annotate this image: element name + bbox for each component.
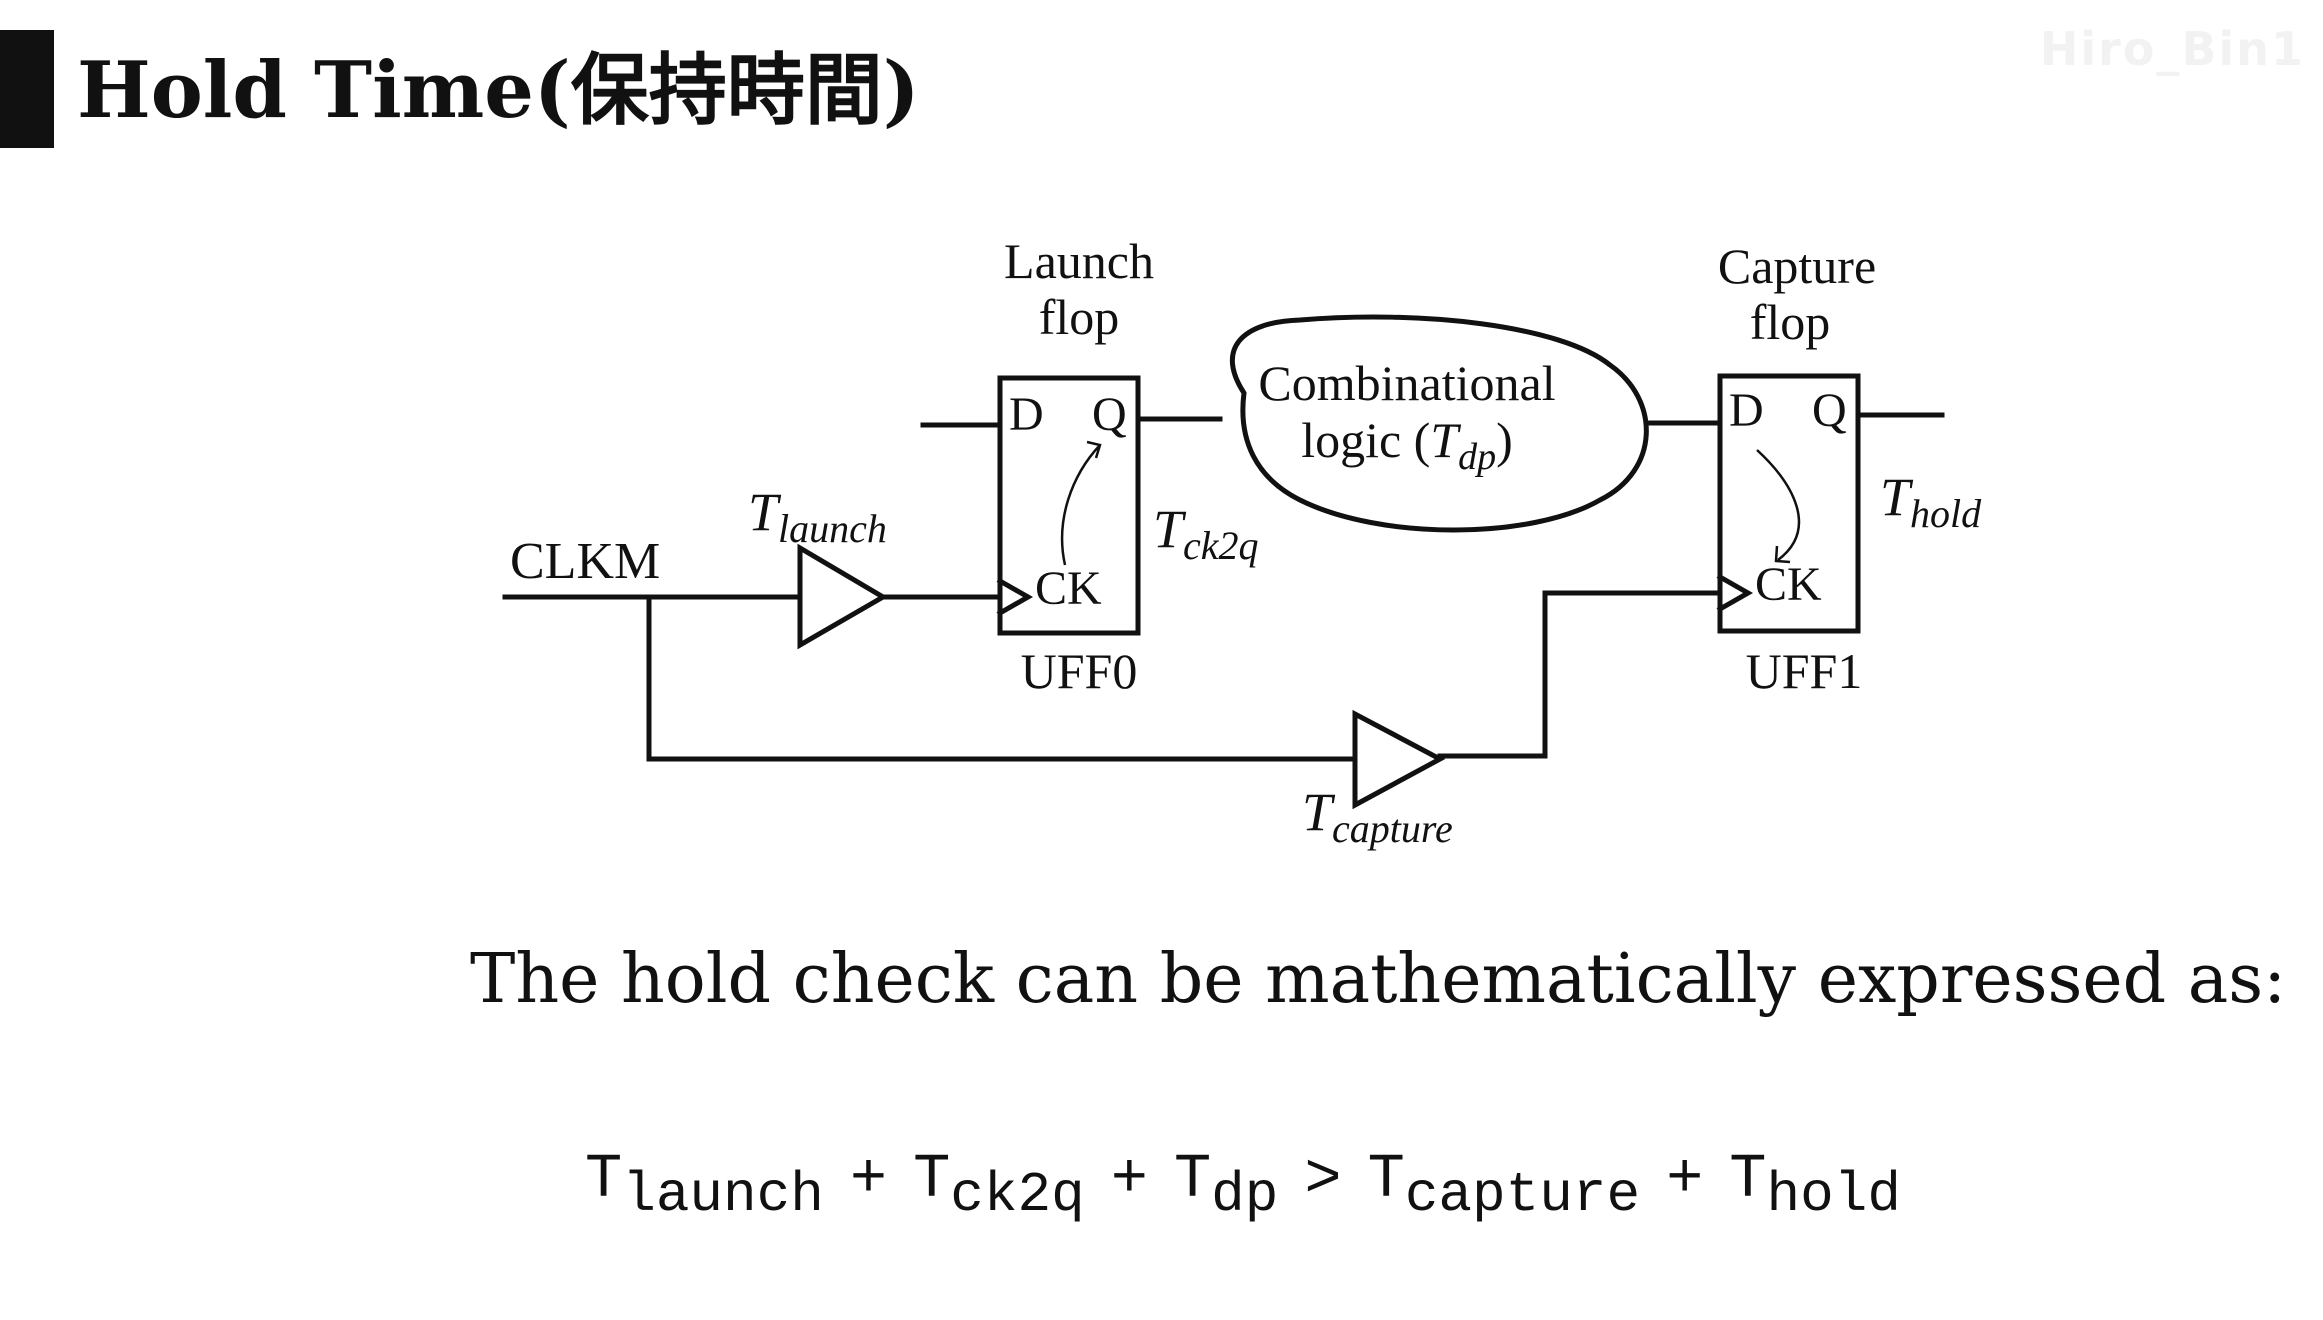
capture-q-pin: Q (1812, 384, 1847, 437)
capture-flop-name: UFF1 (1746, 643, 1863, 699)
equation-op: + (1666, 1144, 1704, 1215)
launch-q-pin: Q (1092, 388, 1127, 441)
launch-ck-triangle (996, 577, 1034, 617)
page-title: Hold Time(保持時間) (77, 45, 920, 136)
t-capture-label: Tcapture (1302, 782, 1453, 851)
hold-arc (1756, 449, 1801, 561)
equation-term-launch: Tlaunch (585, 1144, 824, 1227)
clock-label: CLKM (510, 533, 660, 590)
watermark: Hiro_Bin1 (2039, 22, 2305, 76)
t-ck2q-label: Tck2q (1153, 499, 1259, 568)
comb-logic-label-line2: logic (Tdp) (1301, 412, 1513, 478)
launch-clock-buffer (797, 543, 888, 650)
comb-logic-prefix: logic ( (1301, 412, 1430, 468)
capture-flop-box (1717, 373, 1861, 634)
comb-logic-tdp-base: T (1430, 412, 1461, 468)
comb-logic-tdp-sub: dp (1458, 436, 1496, 478)
hold-check-statement: The hold check can be mathematically exp… (470, 940, 2287, 1019)
launch-flop-caption-line2: flop (1039, 289, 1120, 345)
equation-term-hold: Thold (1729, 1144, 1901, 1227)
capture-clock-wire (1437, 590, 1723, 759)
equation-term-capture: Tcapture (1367, 1144, 1641, 1227)
capture-ck-pin: CK (1755, 558, 1822, 611)
launch-d-pin: D (1009, 388, 1044, 441)
launch-flop-caption-line1: Launch (1004, 233, 1154, 289)
capture-clock-buffer (1352, 709, 1446, 810)
t-launch-label: Tlaunch (748, 482, 887, 551)
launch-ck-pin: CK (1035, 562, 1102, 615)
comb-logic-suffix: ) (1496, 412, 1513, 468)
capture-d-pin: D (1729, 384, 1764, 437)
title-accent-bar (0, 30, 54, 148)
ck2q-arc (1060, 444, 1101, 566)
hold-check-equation: Tlaunch + Tck2q + Tdp > Tcapture + Thold (585, 1125, 1901, 1235)
t-hold-label: Thold (1880, 467, 1982, 536)
equation-op: + (1110, 1144, 1148, 1215)
equation-term-ck2q: Tck2q (913, 1144, 1085, 1227)
capture-flop-caption-line2: flop (1750, 294, 1831, 350)
capture-clock-branch-wire (646, 594, 1358, 762)
equation-op: + (849, 1144, 888, 1215)
launch-flop-box (997, 375, 1141, 636)
capture-ck-triangle (1716, 573, 1754, 613)
comb-logic-label-line1: Combinational (1258, 355, 1555, 411)
launch-flop-name: UFF0 (1021, 643, 1138, 699)
capture-flop-caption-line1: Capture (1718, 238, 1876, 294)
ck2q-arrow-head-icon (1086, 440, 1102, 459)
equation-op: > (1304, 1144, 1342, 1215)
hold-arrow-head-icon (1774, 545, 1791, 564)
equation-term-dp: Tdp (1173, 1144, 1279, 1227)
